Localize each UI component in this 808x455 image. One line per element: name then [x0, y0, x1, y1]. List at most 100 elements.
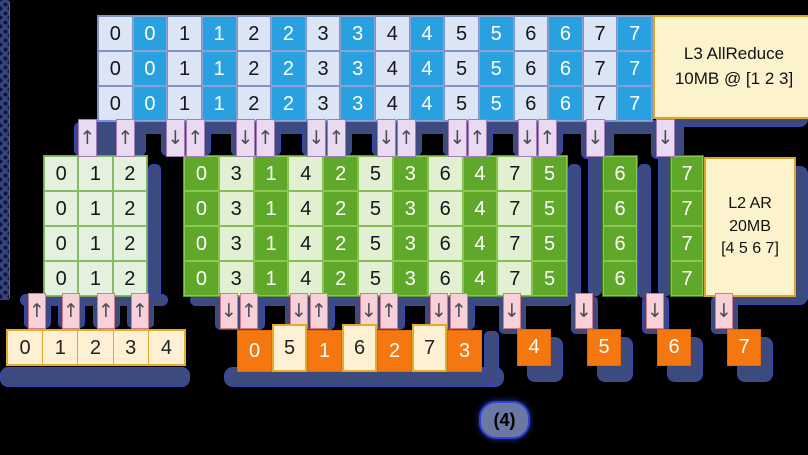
l3-grid-cell: 4: [409, 86, 445, 121]
l2-grid-cell: 5: [358, 156, 393, 191]
up-arrow-icon: ↑: [62, 293, 80, 329]
l3-grid-cell: 6: [513, 86, 549, 121]
down-arrow-icon: ↓: [646, 293, 664, 329]
l2-grid-cell: 3: [218, 191, 254, 226]
down-arrow-glyph: ↓: [657, 126, 674, 149]
l3-grid-cell: 3: [340, 16, 375, 51]
l1-mid-cell: 0: [237, 330, 272, 372]
l2-grid-cell: 0: [44, 261, 79, 296]
l1-single-cell: 4: [517, 329, 551, 366]
l2-grid-cell: 1: [78, 226, 113, 261]
l3-note-box: L3 AllReduce 10MB @ [1 2 3]: [653, 15, 808, 119]
down-arrow-glyph: ↓: [519, 126, 536, 149]
up-arrow-icon: ↑: [116, 119, 135, 157]
l3-grid-cell: 1: [201, 16, 237, 51]
l3-grid-cell: 7: [582, 86, 618, 121]
l2-column-cell: 6: [603, 261, 637, 296]
l3-grid-cell: 0: [132, 51, 168, 86]
l1-single-cell: 5: [587, 329, 621, 366]
down-arrow-icon: ↓: [715, 293, 733, 329]
l1-mid-cell: 6: [342, 324, 377, 372]
l2-grid-cell: 0: [184, 191, 219, 226]
down-arrow-icon: ↓: [518, 119, 537, 157]
l2-grid-cell: 7: [497, 261, 533, 296]
up-arrow-glyph: ↑: [79, 126, 96, 149]
l3-grid-cell: 4: [375, 86, 410, 121]
up-arrow-glyph: ↑: [451, 299, 467, 322]
l1-left-cell: 1: [43, 331, 79, 364]
up-arrow-icon: ↑: [97, 293, 115, 329]
l2-grid-cell: 0: [44, 156, 79, 191]
down-arrow-icon: ↓: [503, 293, 521, 329]
pipe-connector: [484, 331, 499, 385]
l2-grid-cell: 2: [112, 261, 147, 296]
pipe-connector: [148, 164, 161, 298]
l1-single-cell: 7: [727, 329, 761, 366]
l2-grid-cell: 6: [427, 156, 463, 191]
l3-grid-cell: 2: [236, 86, 272, 121]
l3-grid-cell: 6: [548, 16, 583, 51]
down-arrow-icon: ↓: [430, 293, 448, 329]
l2-note-line2: 20MB: [729, 217, 771, 235]
l2-grid-cell: 0: [184, 261, 219, 296]
l2-column-cell: 7: [671, 226, 703, 261]
l2-grid-cell: 0: [184, 156, 219, 191]
l2-grid-cell: 4: [462, 261, 498, 296]
l2-column-cell: 6: [603, 226, 637, 261]
l2-grid-cell: 3: [218, 261, 254, 296]
l3-grid-cell: 3: [305, 16, 341, 51]
up-arrow-glyph: ↑: [328, 126, 345, 149]
l3-grid-cell: 2: [271, 51, 306, 86]
up-arrow-glyph: ↑: [241, 299, 257, 322]
l2-grid-cell: 3: [392, 261, 428, 296]
l2-grid-cell: 4: [288, 156, 324, 191]
up-arrow-glyph: ↑: [29, 299, 45, 322]
l3-grid-cell: 7: [582, 16, 618, 51]
l2-grid-cell: 5: [532, 191, 567, 226]
l1-left-cell: 0: [8, 331, 44, 364]
l2-grid-cell: 2: [323, 261, 359, 296]
up-arrow-glyph: ↑: [469, 126, 486, 149]
l3-grid-cell: 1: [167, 51, 202, 86]
up-arrow-icon: ↑: [310, 293, 328, 329]
l2-grid-cell: 7: [497, 156, 533, 191]
up-arrow-glyph: ↑: [187, 126, 204, 149]
l3-grid-cell: 0: [98, 16, 133, 51]
down-arrow-glyph: ↓: [576, 299, 592, 322]
l2-grid-cell: 1: [78, 191, 113, 226]
l2-grid-cell: 1: [253, 191, 289, 226]
up-arrow-icon: ↑: [131, 293, 149, 329]
l2-grid-cell: 3: [392, 226, 428, 261]
l3-note-line2: 10MB @ [1 2 3]: [674, 69, 794, 88]
l3-grid-cell: 1: [167, 86, 202, 121]
down-arrow-glyph: ↓: [221, 299, 237, 322]
l2-grid-cell: 3: [392, 156, 428, 191]
l3-grid-cell: 2: [236, 16, 272, 51]
down-arrow-glyph: ↓: [291, 299, 307, 322]
l2-column-cell: 7: [671, 261, 703, 296]
l3-grid-cell: 1: [201, 51, 237, 86]
down-arrow-icon: ↓: [236, 119, 255, 157]
down-arrow-icon: ↓: [220, 293, 238, 329]
up-arrow-glyph: ↑: [132, 299, 148, 322]
pipe-connector: [638, 164, 651, 298]
up-arrow-icon: ↑: [380, 293, 398, 329]
up-arrow-icon: ↑: [327, 119, 346, 157]
up-arrow-glyph: ↑: [398, 126, 415, 149]
l3-grid-cell: 1: [167, 16, 202, 51]
l1-single-cell: 6: [657, 329, 691, 366]
up-arrow-glyph: ↑: [257, 126, 274, 149]
up-arrow-glyph: ↑: [381, 299, 397, 322]
down-arrow-icon: ↓: [360, 293, 378, 329]
l3-grid-cell: 5: [444, 16, 479, 51]
up-arrow-glyph: ↑: [117, 126, 134, 149]
down-arrow-icon: ↓: [307, 119, 326, 157]
l2-grid-cell: 2: [323, 226, 359, 261]
down-arrow-icon: ↓: [377, 119, 396, 157]
l3-grid-cell: 5: [444, 51, 479, 86]
up-arrow-glyph: ↑: [539, 126, 556, 149]
l2-note-box: L2 AR 20MB [4 5 6 7]: [704, 157, 796, 297]
